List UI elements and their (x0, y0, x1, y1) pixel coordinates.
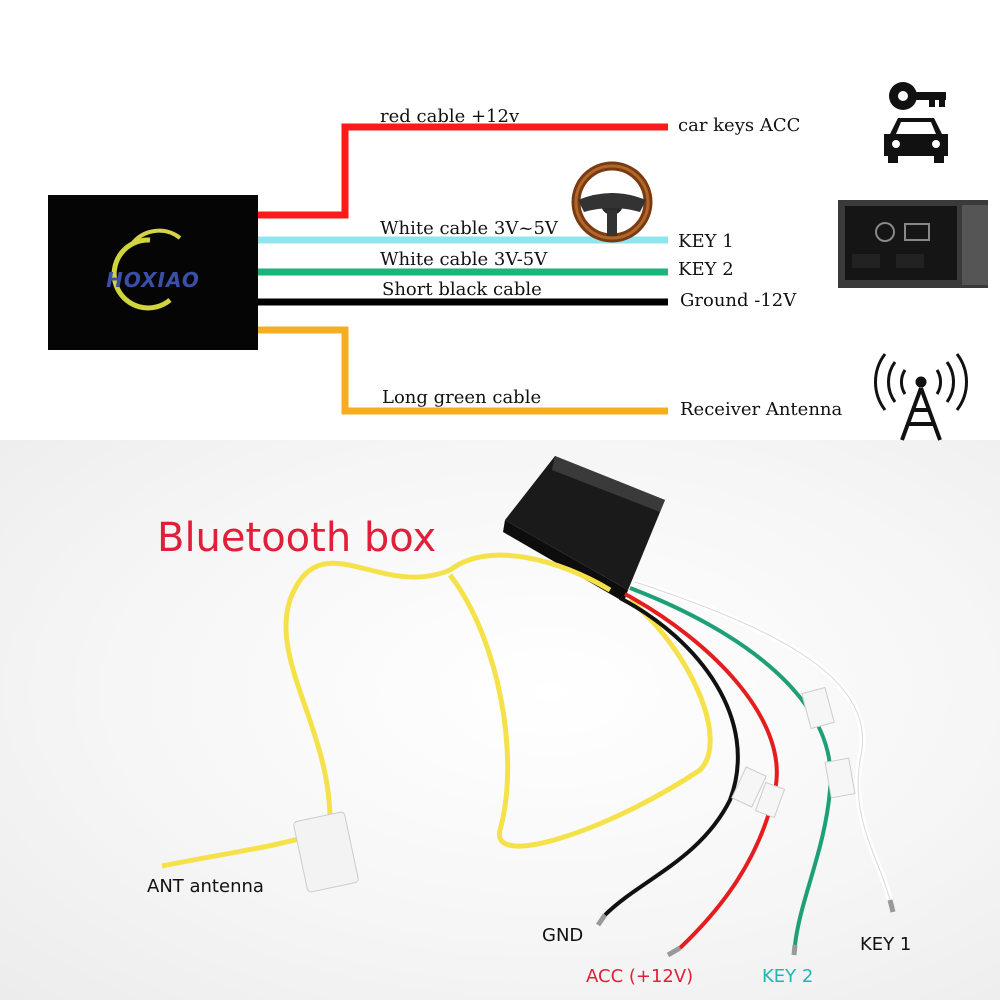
gnd-label: GND (542, 925, 583, 946)
key2-tip (791, 944, 798, 956)
cable-label-black: Short black cable (382, 279, 542, 300)
cable-red (258, 123, 668, 219)
car-key-icon (889, 82, 946, 110)
antenna-tower-icon (874, 353, 968, 441)
target-label-acc: car keys ACC (678, 115, 800, 136)
cable-label-key1: White cable 3V~5V (380, 218, 559, 239)
ant-label: ANT antenna (147, 876, 264, 897)
gnd-cable (603, 596, 740, 917)
target-label-antenna: Receiver Antenna (680, 399, 843, 420)
cable-label-orange: Long green cable (382, 387, 541, 408)
target-label-key1: KEY 1 (678, 231, 734, 252)
logo-swoosh-2 (130, 228, 182, 246)
car-radio-icon (838, 200, 988, 288)
key1-cable (634, 579, 893, 901)
car-icon (884, 118, 948, 163)
key1-label: KEY 1 (860, 934, 911, 955)
key1-tip (887, 899, 896, 913)
photo-section: Bluetooth box ANT antenna GND A (147, 456, 911, 987)
logo-text: HOXIAO (106, 268, 200, 292)
gnd-tip (595, 913, 608, 927)
target-label-ground: Ground -12V (680, 290, 797, 311)
connector-clip (801, 686, 835, 730)
acc-label: ACC (+12V) (586, 966, 693, 987)
cable-orange (258, 326, 668, 415)
acc-tip (666, 945, 682, 958)
target-label-key2: KEY 2 (678, 259, 734, 280)
schematic: HOXIAO red cable +12v White cable 3V~5V … (48, 82, 988, 441)
cable-label-red: red cable +12v (380, 106, 520, 127)
steering-wheel-icon (571, 161, 653, 243)
photo-title: Bluetooth box (157, 515, 436, 561)
acc-cable (624, 592, 779, 950)
connector-clip (824, 757, 856, 799)
module-box (48, 195, 258, 350)
cable-label-key2: White cable 3V-5V (380, 249, 548, 270)
key2-label: KEY 2 (762, 966, 813, 987)
logo-swoosh (111, 237, 172, 311)
connector-clip (731, 766, 767, 808)
bluetooth-box-device (503, 456, 665, 602)
ant-connector (293, 811, 359, 893)
connector-clip (754, 781, 786, 819)
